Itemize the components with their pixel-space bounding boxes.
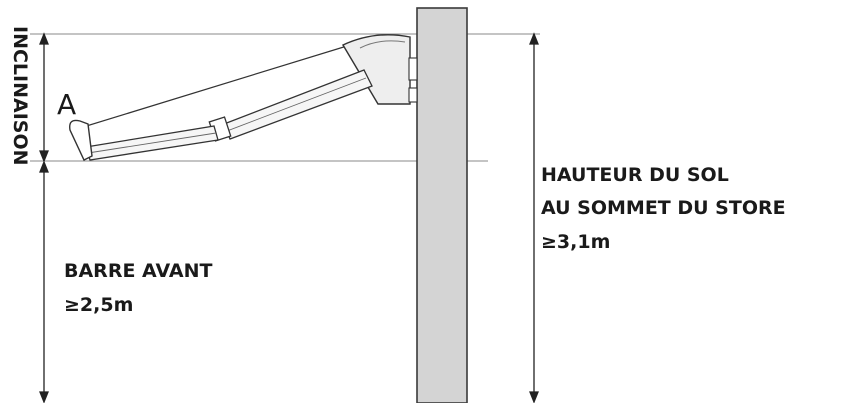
front-bar	[69, 119, 93, 161]
height-title-line1: HAUTEUR DU SOL	[541, 164, 729, 186]
wall	[416, 7, 468, 403]
awning-cassette	[342, 34, 411, 105]
inclination-dimension	[39, 32, 49, 163]
front-bar-height-dimension	[39, 160, 49, 403]
point-a-label: A	[57, 88, 77, 121]
front-bar-title: BARRE AVANT	[64, 260, 213, 282]
awning-fabric	[79, 41, 361, 129]
front-bar-value: ≥2,5m	[64, 294, 134, 316]
arm-upper-segment	[223, 69, 373, 140]
total-height-dimension	[529, 32, 539, 403]
inclination-label: INCLINAISON	[9, 26, 31, 166]
awning	[69, 34, 418, 161]
height-value: ≥3,1m	[541, 231, 611, 253]
height-title-line2: AU SOMMET DU STORE	[541, 197, 786, 219]
wall-bracket-top	[408, 57, 418, 81]
wall-bracket-bottom	[408, 87, 418, 103]
